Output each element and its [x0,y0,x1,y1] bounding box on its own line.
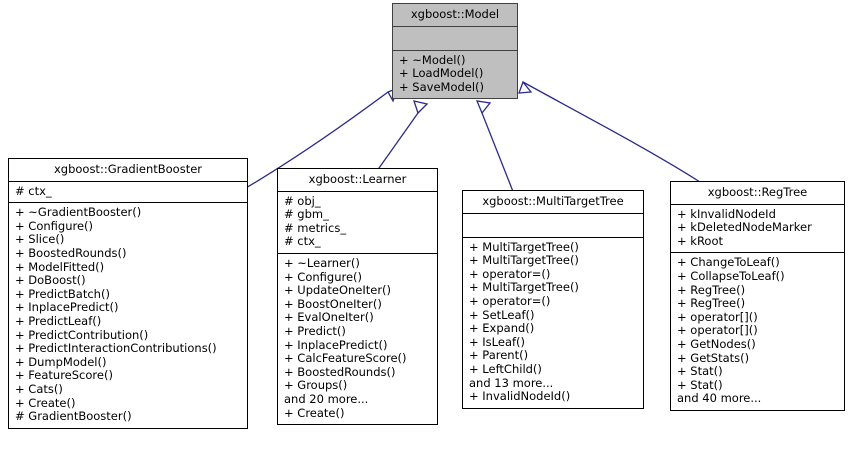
class-member: + UpdateOneIter() [284,283,392,298]
class-member: # obj_ [284,193,321,208]
class-member: + GetNodes() [677,336,756,351]
class-operations-multitargettree: + MultiTargetTree() + MultiTargetTree() … [463,238,643,408]
class-box-multitargettree[interactable]: xgboost::MultiTargetTree + MultiTargetTr… [462,190,644,409]
class-member: + operator[]() [677,309,758,324]
class-attributes-multitargettree [463,214,643,237]
class-member: + Configure() [15,218,94,233]
class-title-regtree: xgboost::RegTree [707,185,808,199]
class-member: + PredictContribution() [15,327,149,342]
class-attributes-learner: # obj_ # gbm_ # metrics_ # ctx_ [278,192,437,253]
class-member: + PredictLeaf() [15,313,102,328]
class-title-gradientbooster: xgboost::GradientBooster [53,162,203,176]
class-member: + PredictInteractionContributions() [15,341,217,356]
class-member: + SaveModel() [399,79,485,94]
class-separator [278,190,437,192]
edge-regtree-model [522,81,701,183]
class-member: + Expand() [469,321,535,336]
class-member: # ctx_ [15,183,52,198]
class-member: + Slice() [15,232,65,247]
class-member: + FeatureScore() [15,368,113,383]
class-member: + ChangeToLeaf() [677,255,780,270]
class-member: + Predict() [284,323,346,338]
class-member: + Groups() [284,378,348,393]
class-separator [463,236,643,238]
class-box-model[interactable]: xgboost::Model + ~Model() + LoadModel() … [392,3,518,100]
class-member: + BoostOneIter() [284,296,382,311]
class-attributes-model [393,27,517,50]
edge-multitargettree-model [481,112,515,195]
class-member: + InplacePredict() [284,337,388,352]
class-member: # gbm_ [284,207,329,222]
class-member: + operator[]() [677,323,758,338]
class-member: + Configure() [284,269,363,284]
class-member: + IsLeaf() [469,334,526,349]
class-separator [671,252,844,254]
class-member: + kRoot [677,233,724,248]
class-member: + operator=() [469,293,551,308]
class-member: + DoBoost() [15,273,86,288]
class-member: + MultiTargetTree() [469,280,579,295]
class-member: + kDeletedNodeMarker [677,220,812,235]
class-member: + RegTree() [677,296,746,311]
class-member: and 13 more... [469,375,554,390]
class-member: + ~GradientBooster() [15,205,142,220]
class-box-gradientbooster[interactable]: xgboost::GradientBooster # ctx_ + ~Gradi… [8,158,248,429]
class-member: + Parent() [469,348,529,363]
class-member: + Create() [15,395,76,410]
class-member: + operator=() [469,266,551,281]
class-member: + BoostedRounds() [284,364,396,379]
class-member: # metrics_ [284,220,347,235]
class-member: and 40 more... [677,391,762,406]
class-title-learner: xgboost::Learner [308,172,407,186]
class-member: # GradientBooster() [15,409,132,424]
class-operations-learner: + ~Learner() + Configure() + UpdateOneIt… [278,254,437,424]
class-box-learner[interactable]: xgboost::Learner # obj_ # gbm_ # metrics… [277,168,438,426]
class-member: + CollapseToLeaf() [677,268,785,283]
class-attributes-regtree: + kInvalidNodeId + kDeletedNodeMarker + … [671,205,844,253]
class-attributes-gradientbooster: # ctx_ [9,182,247,203]
class-member: # ctx_ [284,234,321,249]
class-member: + RegTree() [677,282,746,297]
class-member: + Stat() [677,377,723,392]
class-member: + Create() [284,405,345,420]
class-member: + InplacePredict() [15,300,119,315]
class-separator [9,180,247,182]
class-box-regtree[interactable]: xgboost::RegTree + kInvalidNodeId + kDel… [670,181,845,411]
class-member: + LeftChild() [469,361,542,376]
class-separator [393,25,517,27]
class-member: + BoostedRounds() [15,245,127,260]
class-member: + Stat() [677,364,723,379]
class-member: + InvalidNodeId() [469,389,571,404]
class-operations-gradientbooster: + ~GradientBooster() + Configure() + Sli… [9,203,247,428]
class-separator [393,49,517,51]
arrowhead-learner [413,100,429,115]
class-member: + kInvalidNodeId [677,206,776,221]
class-operations-model: + ~Model() + LoadModel() + SaveModel() [393,51,517,99]
class-separator [9,202,247,204]
class-member: + LoadModel() [399,66,484,81]
class-member: + PredictBatch() [15,286,110,301]
class-member: and 20 more... [284,391,369,406]
class-member: + CalcFeatureScore() [284,351,407,366]
class-member: + Cats() [15,381,63,396]
class-member: + DumpModel() [15,354,107,369]
class-separator [671,203,844,205]
class-member: + ModelFitted() [15,259,105,274]
class-title-model: xgboost::Model [410,7,500,21]
class-member: + MultiTargetTree() [469,239,579,254]
class-member: + GetStats() [677,350,750,365]
arrowhead-multitargettree [475,100,492,115]
class-member: + ~Learner() [284,255,360,270]
class-member: + EvalOneIter() [284,310,374,325]
class-title-multitargettree: xgboost::MultiTargetTree [482,194,624,208]
class-separator [463,212,643,214]
class-member: + MultiTargetTree() [469,253,579,268]
class-member: + SetLeaf() [469,307,535,322]
arrowhead-regtree [518,80,533,94]
class-operations-regtree: + ChangeToLeaf() + CollapseToLeaf() + Re… [671,253,844,410]
class-separator [278,252,437,254]
class-member: + ~Model() [399,52,466,67]
